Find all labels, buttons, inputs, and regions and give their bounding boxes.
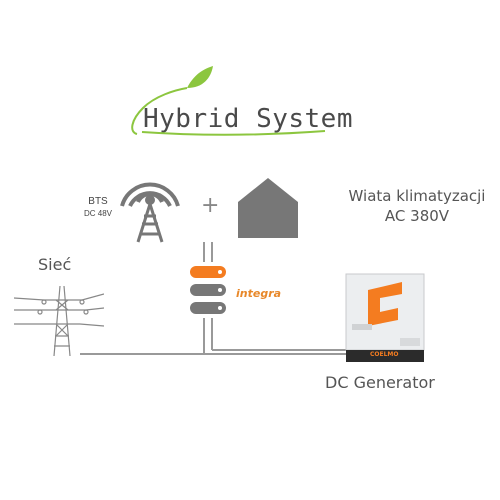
bts-subtitle: DC 48V: [84, 209, 113, 218]
logo-underline: [141, 130, 326, 136]
controller-stack-icon: [190, 266, 226, 314]
generator-brand: COELMO: [370, 351, 399, 358]
house-icon: [238, 178, 298, 238]
bts-label: BTS DC 48V: [84, 196, 112, 220]
antenna-tower-icon: [120, 182, 180, 243]
shelter-line1: Wiata klimatyzacji: [348, 187, 486, 205]
leaf-icon: [131, 66, 213, 135]
shelter-label: Wiata klimatyzacji AC 380V: [322, 186, 500, 226]
grid-label: Sieć: [38, 255, 72, 274]
bts-title: BTS: [88, 196, 108, 207]
plus-sign: +: [201, 193, 220, 218]
power-pole-icon: [14, 285, 104, 357]
logo-text: Hybrid System: [143, 104, 353, 134]
integra-logo: integra: [236, 287, 282, 300]
generator-icon: [345, 273, 425, 362]
shelter-line2: AC 380V: [384, 207, 450, 225]
generator-label: DC Generator: [325, 373, 435, 392]
